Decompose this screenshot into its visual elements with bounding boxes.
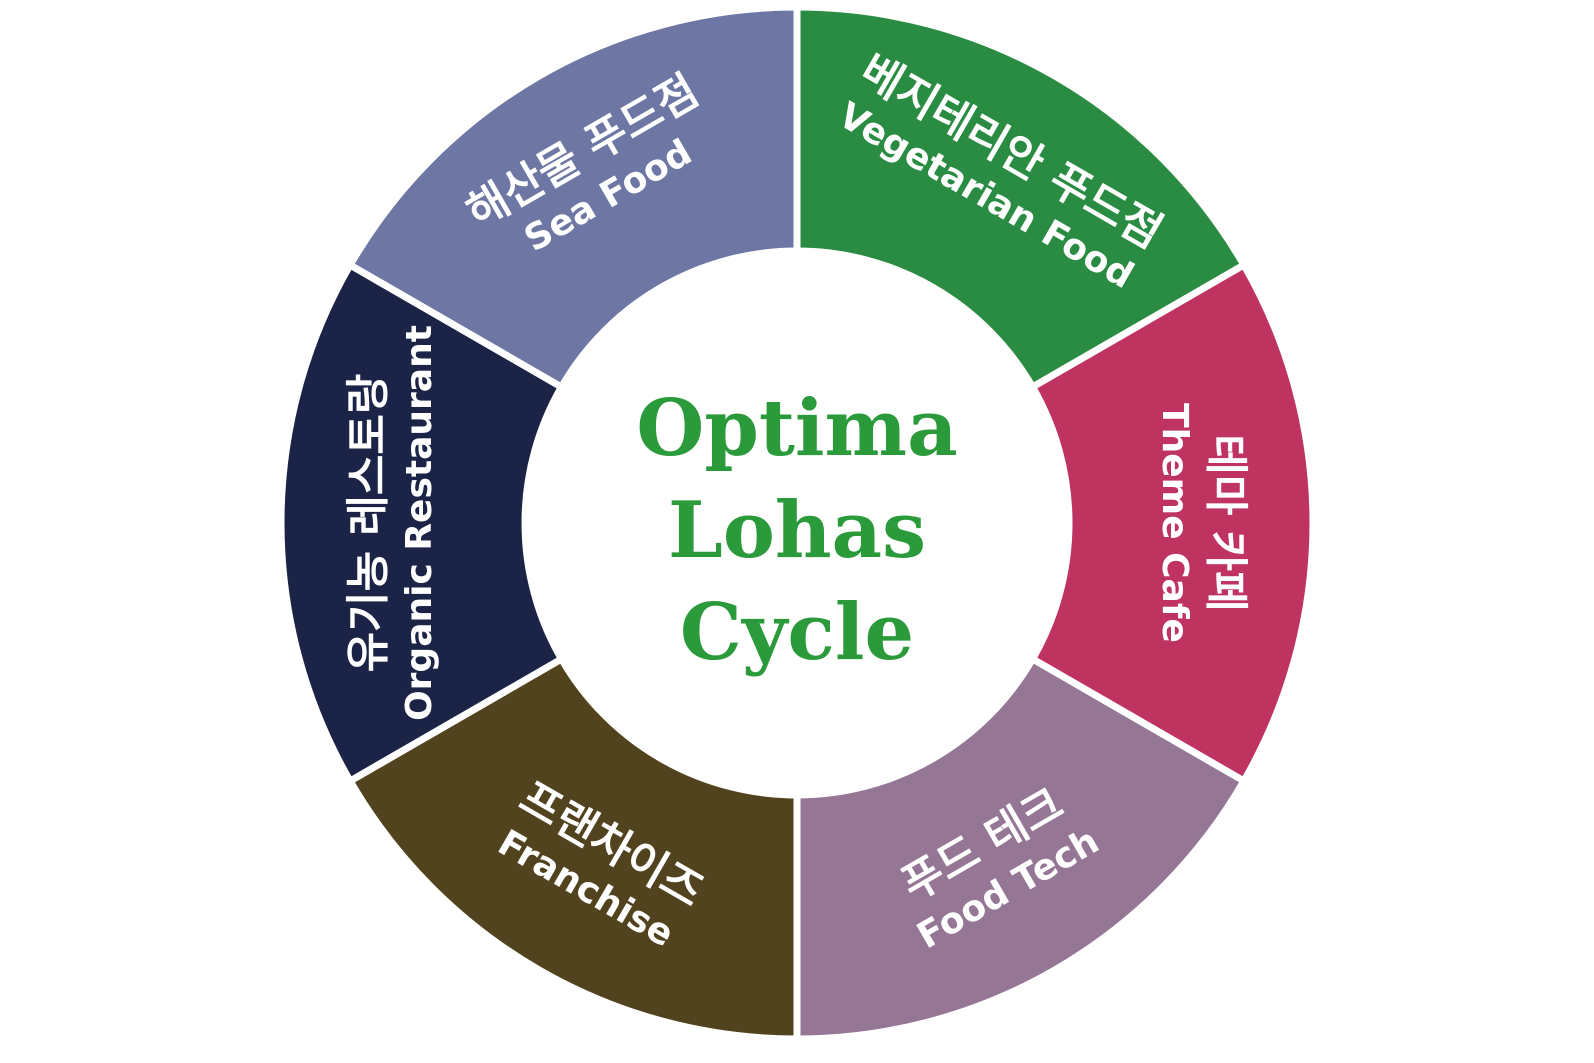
label-organic-restaurant-korean: 유기농 레스토랑: [343, 374, 394, 673]
label-theme-cafe-korean: 테마 카페: [1200, 434, 1251, 611]
center-circle: [525, 251, 1069, 795]
center-title-line-2: Lohas: [668, 485, 926, 576]
center-title-line-1: Optima: [636, 383, 957, 474]
label-organic-restaurant-english: Organic Restaurant: [399, 325, 440, 721]
center-title-line-3: Cycle: [680, 587, 914, 678]
label-theme-cafe-english: Theme Cafe: [1154, 403, 1195, 643]
